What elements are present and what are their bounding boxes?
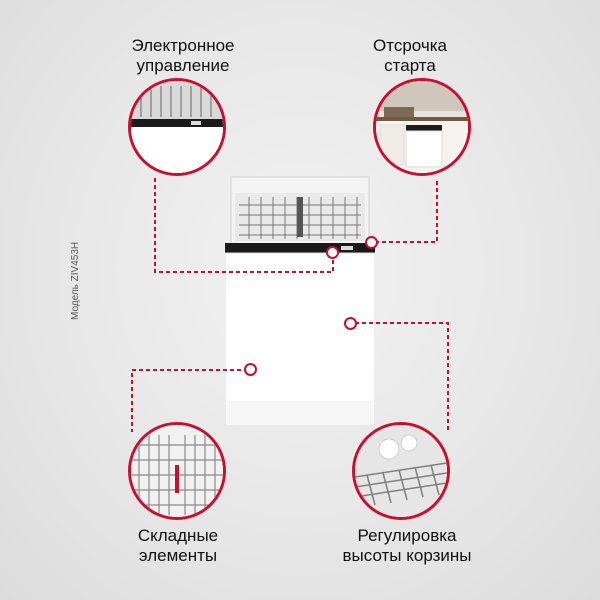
- label-line: Складные: [137, 526, 219, 545]
- label-delay-start: Отсрочка старта: [355, 36, 465, 76]
- label-line: элементы: [138, 546, 218, 565]
- marker-dot: [326, 246, 339, 259]
- label-line: Отсрочка: [373, 36, 447, 55]
- marker-dot: [244, 363, 257, 376]
- label-line: Электронное: [131, 36, 235, 55]
- label-electronic-control: Электронное управление: [118, 36, 248, 76]
- label-line: управление: [136, 56, 230, 75]
- label-line: старта: [384, 56, 436, 75]
- callout-delay-start: [373, 78, 471, 176]
- label-line: Регулировка: [357, 526, 457, 545]
- folding-rack-photo: [131, 425, 223, 517]
- label-basket-height: Регулировка высоты корзины: [322, 526, 492, 566]
- kitchen-photo: [376, 81, 468, 173]
- callout-folding-elements: [128, 422, 226, 520]
- label-line: высоты корзины: [342, 546, 472, 565]
- marker-dot: [365, 236, 378, 249]
- dishwasher-image: [225, 176, 375, 425]
- basket-photo: [355, 425, 447, 517]
- label-folding-elements: Складные элементы: [118, 526, 238, 566]
- callout-electronic-control: [128, 78, 226, 176]
- control-panel-photo: [131, 81, 223, 173]
- callout-basket-height: [352, 422, 450, 520]
- marker-dot: [344, 317, 357, 330]
